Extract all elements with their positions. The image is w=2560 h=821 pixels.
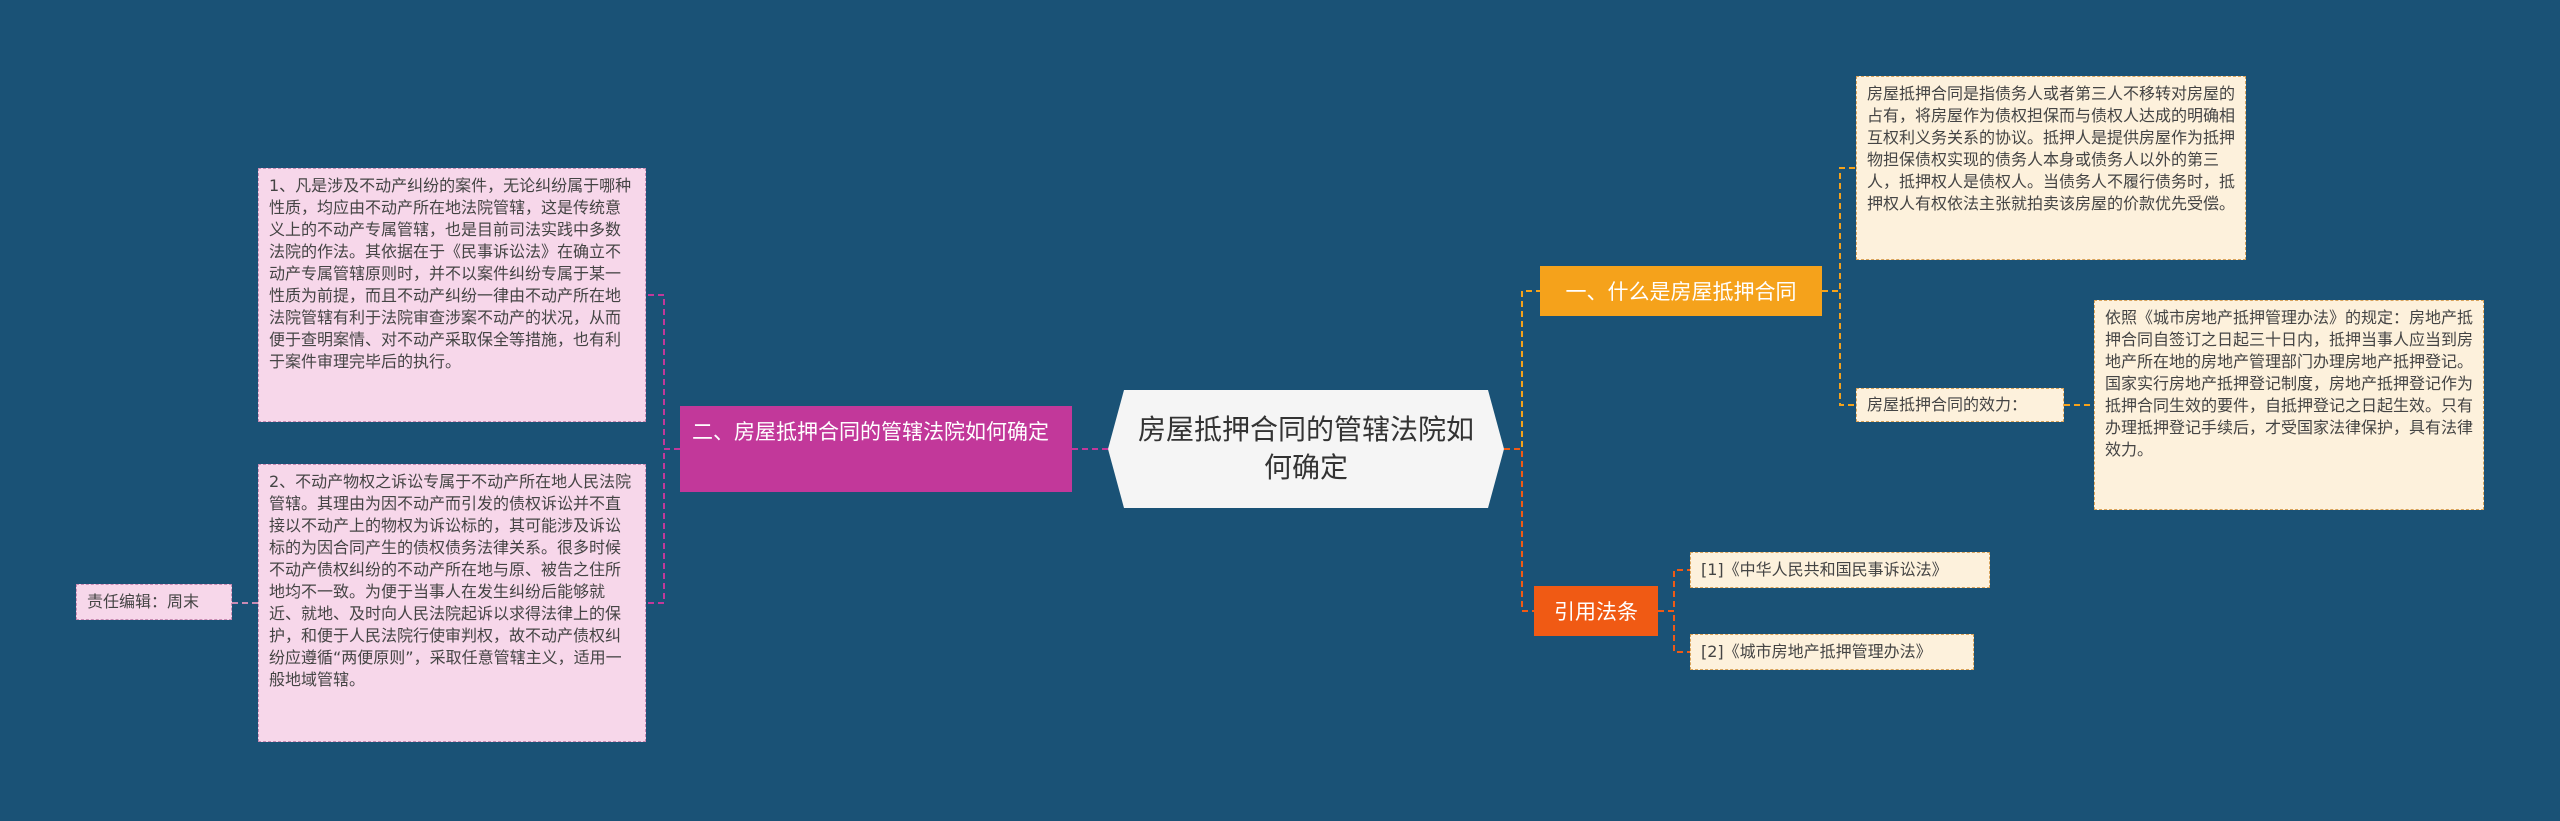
- root-node-title[interactable]: 房屋抵押合同的管辖法院如何确定: [1108, 390, 1504, 508]
- jurisdiction-point-2[interactable]: 2、不动产物权之诉讼专属于不动产所在地人民法院管辖。其理由为因不动产而引发的债权…: [258, 464, 646, 742]
- law-urban-real-estate-node[interactable]: [2]《城市房地产抵押管理办法》: [1690, 634, 1974, 670]
- definition-note[interactable]: 房屋抵押合同是指债务人或者第三人不移转对房屋的占有，将房屋作为债权担保而与债权人…: [1856, 76, 2246, 260]
- branch-cited-laws[interactable]: 引用法条: [1534, 586, 1658, 636]
- editor-credit[interactable]: 责任编辑：周末: [76, 584, 232, 620]
- effect-label-node[interactable]: 房屋抵押合同的效力：: [1856, 388, 2064, 422]
- effect-text-note[interactable]: 依照《城市房地产抵押管理办法》的规定：房地产抵押合同自签订之日起三十日内，抵押当…: [2094, 300, 2484, 510]
- branch-jurisdiction[interactable]: 二、房屋抵押合同的管辖法院如何确定: [680, 406, 1072, 492]
- law-civil-procedure-node[interactable]: [1]《中华人民共和国民事诉讼法》: [1690, 552, 1990, 588]
- branch-what-is-mortgage-contract[interactable]: 一、什么是房屋抵押合同: [1540, 266, 1822, 316]
- jurisdiction-point-1[interactable]: 1、凡是涉及不动产纠纷的案件，无论纠纷属于哪种性质，均应由不动产所在地法院管辖，…: [258, 168, 646, 422]
